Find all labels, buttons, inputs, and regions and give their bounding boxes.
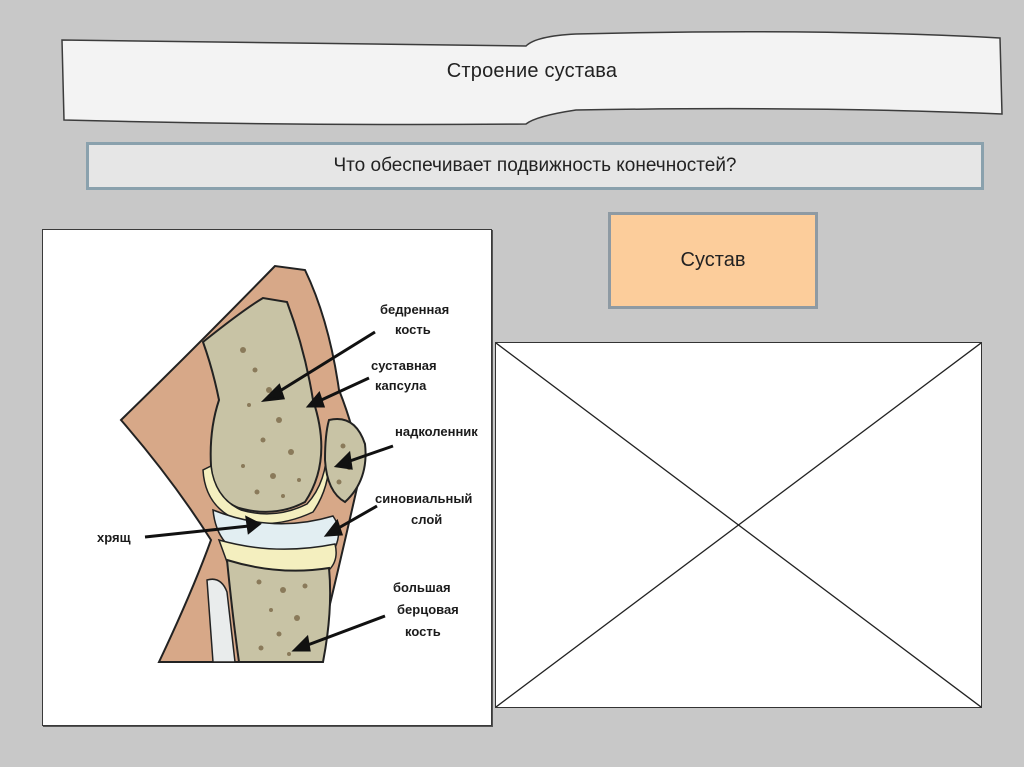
knee-joint-diagram: бедренная кость суставная капсула надкол… <box>42 229 492 726</box>
pointer-arrows <box>144 330 394 652</box>
label-cartilage: хрящ <box>97 530 131 545</box>
bone-texture <box>240 347 351 656</box>
label-femur-2: кость <box>395 322 431 337</box>
fibula-shape <box>206 578 236 663</box>
label-tibia-1: большая <box>393 580 451 595</box>
tibia-shape <box>225 558 332 663</box>
label-tibia-2: берцовая <box>397 602 459 617</box>
label-tibia-3: кость <box>405 624 441 639</box>
slide-title: Строение сустава <box>446 60 618 82</box>
image-placeholder <box>495 342 982 708</box>
label-capsule-1: суставная <box>371 358 437 373</box>
label-synovial-1: синовиальный <box>375 491 472 506</box>
knee-joint-illustration: бедренная кость суставная капсула надкол… <box>97 264 478 663</box>
femur-shape <box>201 296 323 513</box>
title-banner <box>61 31 1003 126</box>
image-placeholder-icon <box>495 342 982 708</box>
label-synovial-2: слой <box>411 512 442 527</box>
label-femur-1: бедренная <box>380 302 449 317</box>
label-patella: надколенник <box>395 424 478 439</box>
label-capsule-2: капсула <box>375 378 427 393</box>
question-text: Что обеспечивает подвижность конечностей… <box>333 155 737 176</box>
question-box: Что обеспечивает подвижность конечностей… <box>86 142 984 190</box>
answer-text: Сустав <box>680 249 746 271</box>
answer-box[interactable]: Сустав <box>608 212 818 309</box>
